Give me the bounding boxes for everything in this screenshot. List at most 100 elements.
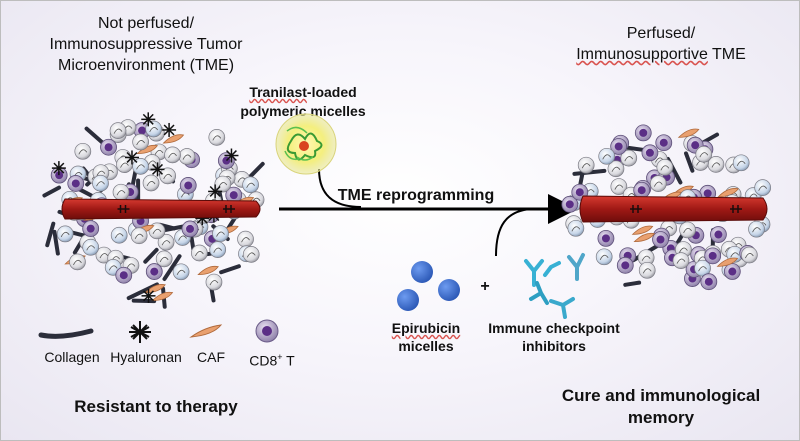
collagen-fiber bbox=[162, 254, 182, 281]
blood-vessel bbox=[61, 198, 261, 220]
tumor-cell-detail bbox=[120, 162, 129, 168]
tumor-cell bbox=[732, 154, 750, 172]
tumor-cell bbox=[142, 174, 160, 192]
vessel-mark bbox=[630, 205, 642, 213]
tumor-cell bbox=[242, 246, 260, 263]
tumor-cell-detail bbox=[178, 235, 187, 241]
cd8-nucleus bbox=[637, 186, 646, 195]
tumor-cell-detail bbox=[599, 254, 609, 261]
tumor-cell bbox=[130, 227, 148, 245]
tumor-cell-detail bbox=[216, 231, 225, 237]
cd8-nucleus bbox=[704, 277, 713, 286]
tumor-cell-detail bbox=[752, 227, 761, 233]
tumor-cell-detail bbox=[96, 170, 106, 176]
tumor-cell-detail bbox=[698, 266, 707, 272]
tumor-cell-detail bbox=[241, 237, 250, 243]
tumor-cell-detail bbox=[126, 263, 136, 269]
epirubicin-micelles-icon bbox=[397, 261, 460, 311]
tumor-cell-detail bbox=[653, 181, 663, 187]
cd8-nucleus bbox=[691, 141, 700, 150]
legend-collagen-label: Collagen bbox=[44, 349, 100, 365]
cd8-nucleus bbox=[565, 200, 574, 209]
tumor-cell-detail bbox=[209, 280, 219, 286]
drug-branch-arrow bbox=[495, 208, 532, 257]
left-outcome: Resistant to therapy bbox=[74, 397, 238, 416]
legend-cd8-icon bbox=[255, 319, 279, 343]
tumor-cell-detail bbox=[660, 165, 670, 171]
vessel-mark bbox=[730, 205, 742, 213]
cd8-nucleus bbox=[621, 261, 630, 270]
tumor-cell bbox=[205, 273, 223, 291]
tumor-cell-detail bbox=[182, 154, 192, 160]
tumor-cell bbox=[656, 158, 674, 176]
tumor-cell bbox=[69, 253, 86, 271]
tumor-cell bbox=[112, 183, 130, 201]
tumor-cell-detail bbox=[163, 173, 173, 180]
micelle-label-suffix: -loaded bbox=[306, 84, 357, 100]
tumor-cell-detail bbox=[108, 265, 118, 271]
right-title-term: Immunosupportive bbox=[576, 46, 708, 63]
tumor-cell-detail bbox=[159, 256, 169, 263]
hyaluronan-tuft bbox=[124, 150, 139, 165]
tumor-cell-detail bbox=[116, 190, 126, 196]
collagen-fiber bbox=[42, 185, 62, 198]
tumor-cell-detail bbox=[699, 152, 709, 158]
tumor-cell-detail bbox=[676, 258, 686, 264]
epirubicin-label: Epirubicin micelles bbox=[376, 319, 476, 355]
micelle-branch-arrow bbox=[318, 168, 362, 208]
tumor-cell-detail bbox=[99, 253, 109, 259]
legend-caf-label: CAF bbox=[197, 349, 225, 365]
tumor-cell-detail bbox=[136, 164, 145, 170]
caf-cell bbox=[631, 225, 654, 235]
tumor-cell-detail bbox=[581, 163, 591, 169]
epirubicin-label-line-1: Epirubicin bbox=[391, 320, 461, 336]
right-outcome: Cure and immunological memory bbox=[541, 385, 781, 429]
legend-cd8-suffix: T bbox=[282, 352, 295, 369]
plus-sign: + bbox=[480, 278, 490, 295]
legend-cd8-label: CD8+ T bbox=[237, 347, 307, 372]
right-title-line-1: Perfused/ bbox=[626, 25, 696, 42]
tumor-cell bbox=[159, 167, 177, 185]
tumor-cell-detail bbox=[152, 228, 162, 235]
collagen-fiber bbox=[52, 229, 60, 256]
tumor-cell bbox=[620, 149, 638, 167]
right-title-suffix: TME bbox=[707, 46, 746, 63]
tumor-cell bbox=[242, 176, 259, 194]
collagen-fiber bbox=[143, 247, 159, 264]
tumor-cell-detail bbox=[86, 245, 96, 251]
tumor-cell-detail bbox=[73, 259, 82, 266]
tumor-cell-detail bbox=[113, 128, 123, 134]
tumor-cell-detail bbox=[161, 240, 171, 246]
tumor-cell bbox=[695, 145, 713, 163]
tumor-cell bbox=[110, 226, 128, 244]
caf-cell bbox=[197, 265, 219, 276]
hyaluronan-tuft bbox=[51, 161, 66, 176]
tumor-cell-detail bbox=[730, 252, 740, 258]
tumor-cell-detail bbox=[614, 184, 624, 190]
hyaluronan-tuft bbox=[141, 288, 156, 303]
collagen-fiber bbox=[684, 151, 695, 173]
left-tumor bbox=[42, 112, 265, 309]
tumor-cell bbox=[208, 129, 226, 146]
tumor-cell-detail bbox=[212, 135, 222, 141]
cd8-nucleus bbox=[575, 188, 584, 197]
cd8-nucleus bbox=[186, 224, 195, 233]
tumor-cell bbox=[82, 238, 100, 256]
caf-cell bbox=[162, 134, 185, 144]
hyaluronan-tuft bbox=[150, 162, 165, 177]
tumor-cell-detail bbox=[147, 160, 157, 166]
tumor-cell-detail bbox=[136, 140, 145, 146]
epirubicin-label-line-2: micelles bbox=[398, 338, 454, 354]
left-title-line-1: Not perfused/ bbox=[97, 15, 195, 32]
cd8-nucleus bbox=[714, 230, 723, 239]
cd8-nucleus bbox=[659, 138, 668, 147]
legend-cd8-sup: + bbox=[277, 352, 283, 362]
tumor-cell bbox=[56, 225, 74, 243]
caf-cell bbox=[151, 291, 174, 301]
legend-hyaluronan-icon bbox=[129, 321, 151, 343]
cd8-nucleus bbox=[708, 251, 717, 260]
left-title: Not perfused/ Immunosuppressive Tumor Mi… bbox=[21, 13, 271, 76]
tranilast-micelle-icon bbox=[275, 113, 337, 175]
